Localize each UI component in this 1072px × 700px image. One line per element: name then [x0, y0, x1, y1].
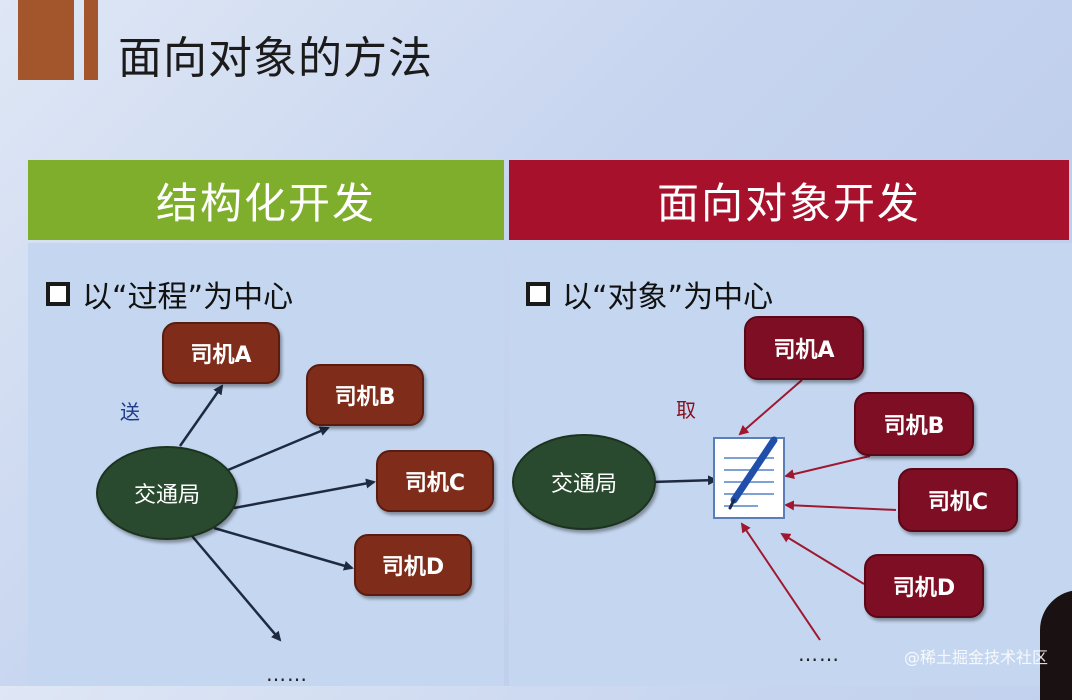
title-bar-small: [84, 0, 98, 80]
arrow-right-b: [784, 455, 871, 480]
arrow-right-c: [784, 500, 897, 511]
right-heading-text: 以“对象”为中心: [562, 280, 774, 315]
right-driver-b: 司机B: [854, 392, 974, 456]
left-heading-text: 以“过程”为中心: [82, 280, 294, 315]
arrow-left-c: [233, 478, 376, 510]
arrow-right-more: [740, 522, 821, 641]
left-driver-c: 司机C: [376, 450, 494, 512]
right-more: ……: [798, 642, 840, 666]
right-heading: 以“对象”为中心: [526, 272, 773, 316]
document-pen-icon: [713, 436, 785, 519]
arrow-left-a: [178, 384, 224, 447]
right-center-node: 交通局: [512, 434, 656, 530]
square-bullet-icon: [526, 282, 550, 306]
left-heading: 以“过程”为中心: [46, 272, 293, 316]
square-bullet-icon: [46, 282, 70, 306]
right-header: 面向对象开发: [509, 160, 1069, 240]
arrow-left-d: [213, 526, 354, 571]
right-driver-d: 司机D: [864, 554, 984, 618]
arrow-left-more: [191, 535, 282, 642]
right-driver-c: 司机C: [898, 468, 1018, 532]
title-bar-large: [18, 0, 74, 80]
left-driver-a: 司机A: [162, 322, 280, 384]
left-driver-b: 司机B: [306, 364, 424, 426]
left-center-node: 交通局: [96, 446, 238, 540]
title-decoration: [18, 0, 100, 80]
page-title: 面向对象的方法: [118, 33, 433, 84]
arrow-right-d: [780, 532, 865, 585]
left-more: ……: [266, 662, 308, 686]
left-header: 结构化开发: [28, 160, 504, 240]
watermark: @稀土掘金技术社区: [903, 648, 1048, 667]
arrow-left-b: [227, 426, 330, 472]
right-driver-a: 司机A: [744, 316, 864, 380]
presenter-silhouette: [1040, 590, 1072, 700]
send-label: 送: [120, 400, 140, 424]
arrow-right-a: [738, 379, 803, 436]
take-label: 取: [676, 398, 696, 422]
left-driver-d: 司机D: [354, 534, 472, 596]
arrow-right-center: [651, 475, 718, 486]
